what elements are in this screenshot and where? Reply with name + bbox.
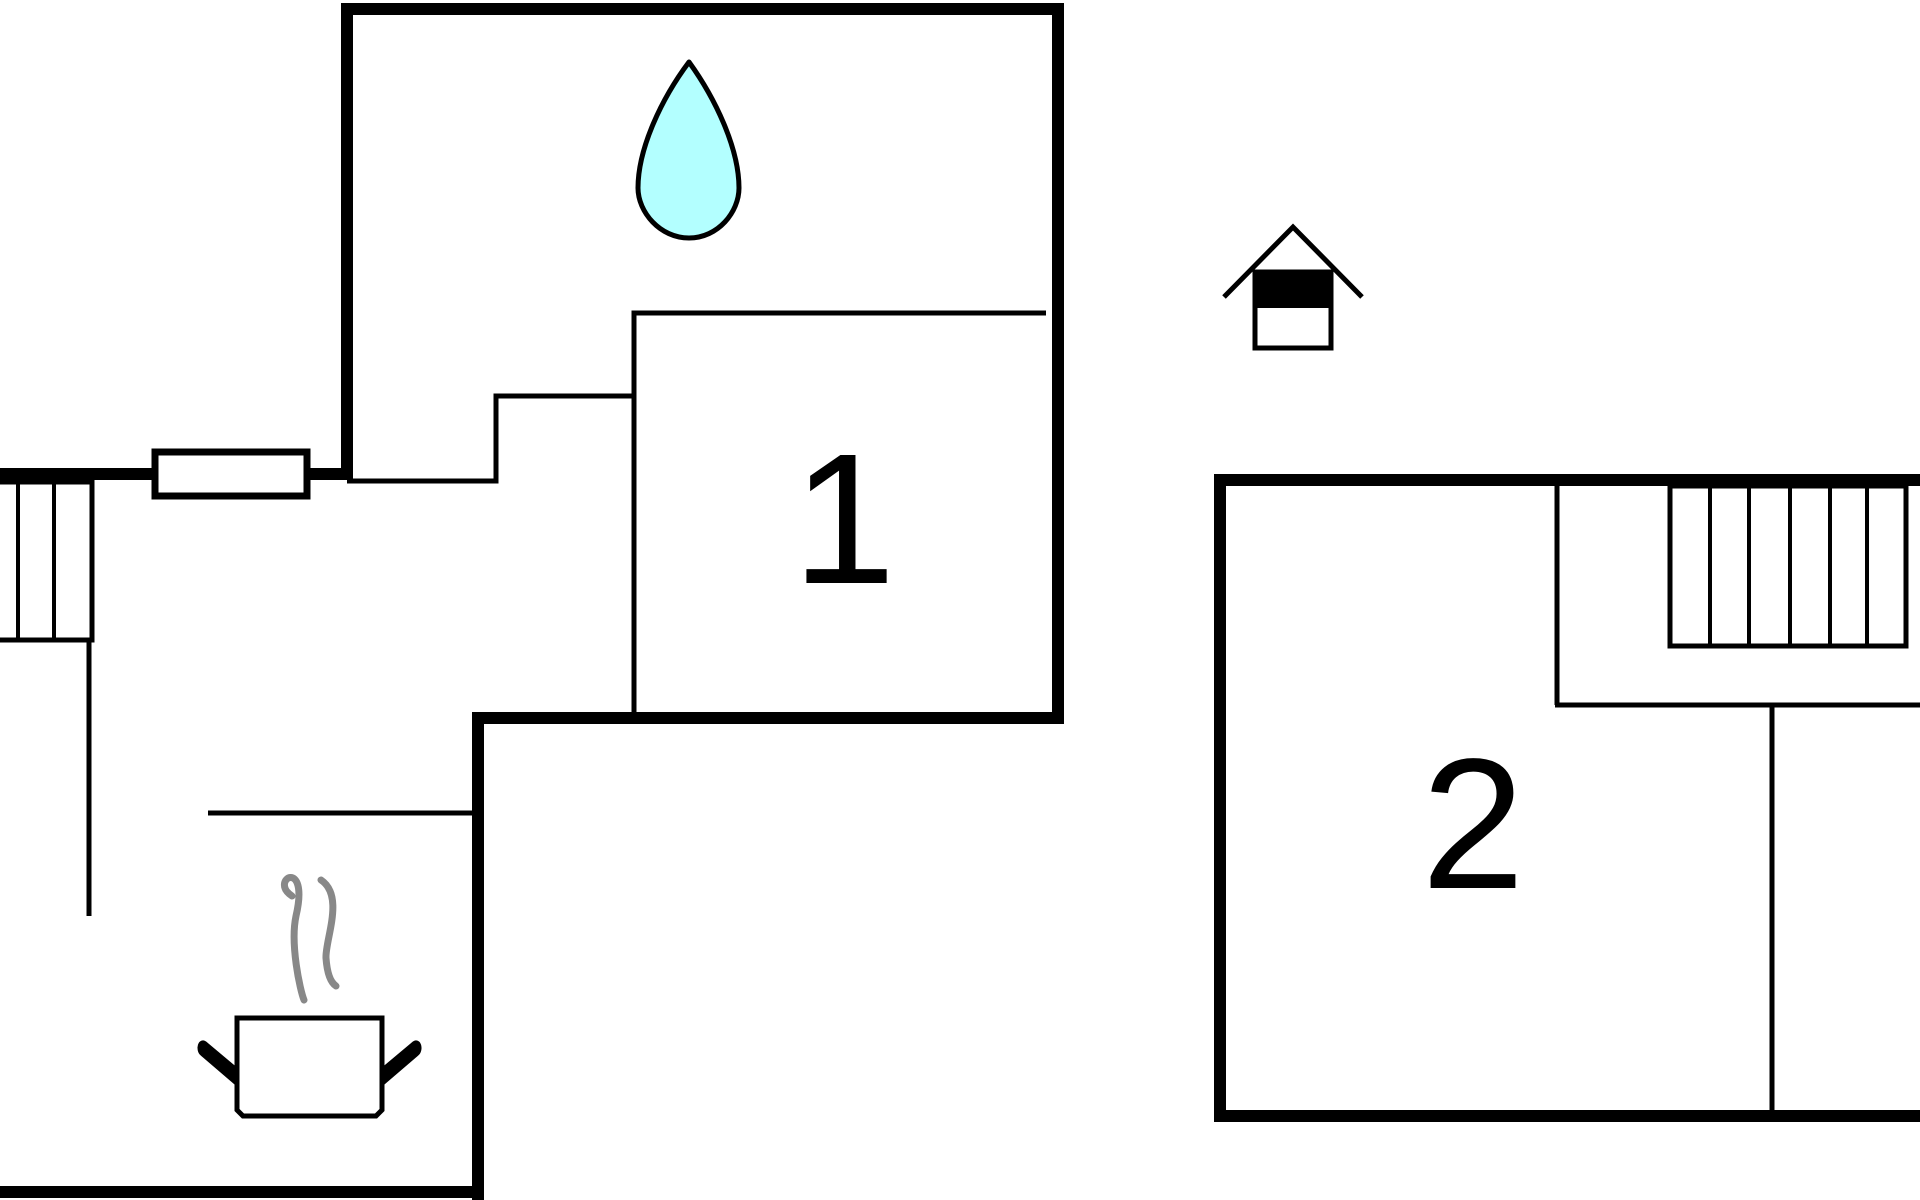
entrance-house-icon [1222,223,1364,351]
right-building: 2 [1214,474,1920,1122]
room-number-2: 2 [1421,721,1524,928]
kitchen-pot-icon [197,874,422,1119]
bathroom-outer-wall [341,3,1064,1200]
staircase-left [0,479,95,643]
right-building-outer-wall [1214,474,1920,1122]
room-number-1: 1 [792,416,895,623]
bathroom-water-drop-icon [635,59,742,241]
window-symbol [151,448,311,500]
bathroom-inner-wall [347,310,1046,484]
left-building: 1 [0,3,1064,1200]
staircase-right [1667,483,1909,649]
